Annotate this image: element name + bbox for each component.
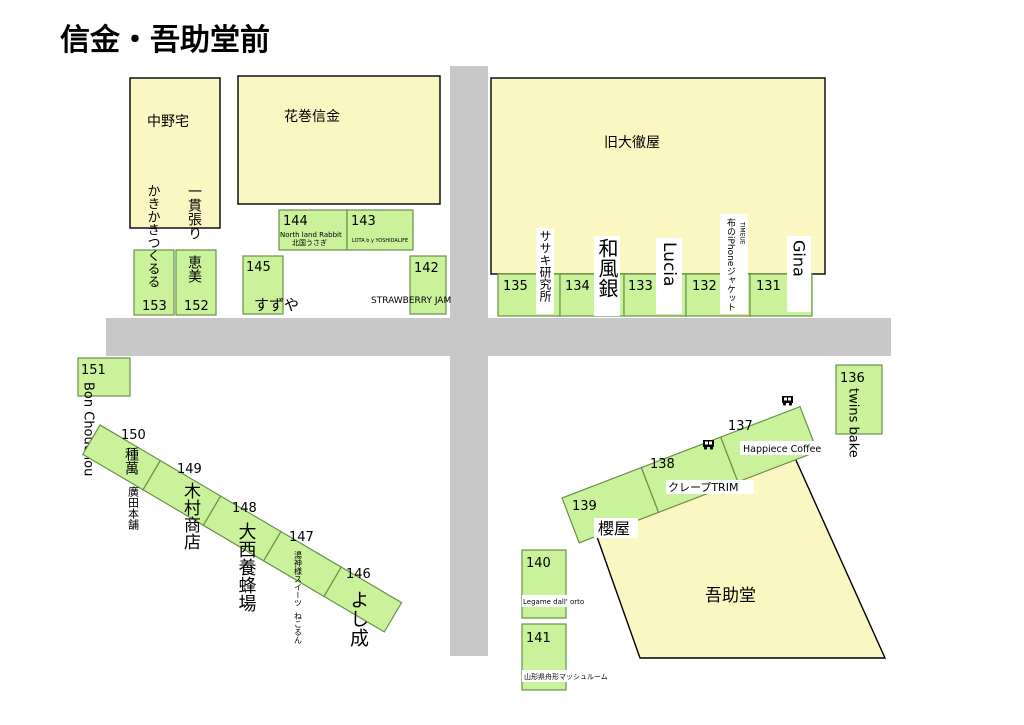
- stall-133-num: 133: [628, 279, 653, 294]
- stall-151-name: Bon Chouchou: [81, 382, 96, 476]
- road-vertical: [450, 66, 488, 656]
- stall-131-name: Gina: [790, 240, 809, 277]
- stall-135-num: 135: [503, 279, 528, 294]
- stall-148-num: 148: [232, 501, 257, 516]
- stall-149-name: 木村商店: [180, 482, 201, 550]
- stall-152[interactable]: [175, 249, 217, 316]
- stall-136-name: twins bake: [846, 388, 861, 458]
- road-horizontal: [106, 318, 891, 356]
- stall-143-name: LOTA b y YOSHIDALIFE: [352, 238, 408, 244]
- stall-140-num: 140: [526, 556, 551, 571]
- stall-153-name: かきかきつくるる: [145, 184, 160, 288]
- stall-140-name-bg: [522, 595, 594, 607]
- stall-137-name: Happiece Coffee: [743, 444, 821, 455]
- stall-144-sub: 北国うさぎ: [292, 238, 327, 247]
- stall-145-name: すずや: [254, 296, 299, 314]
- stall-138-name-bg: [666, 480, 754, 494]
- stall-141-name: 山形県舟形マッシュルーム: [524, 672, 608, 681]
- food-truck-icon: [782, 396, 793, 406]
- stall-143-num: 143: [351, 214, 376, 229]
- stall-134-name: 和風銀: [595, 238, 619, 298]
- stall-147-num: 147: [289, 530, 314, 545]
- building-hanamaki-shinkin-label: 花巻信金: [284, 109, 340, 125]
- stall-144[interactable]: [278, 209, 348, 251]
- stall-141-name-bg: [522, 670, 618, 682]
- stall-134-name-bg: [594, 236, 620, 316]
- food-truck-icon: [703, 440, 714, 450]
- stall-150-name: 種萬: [123, 447, 139, 475]
- stall-137-name-bg: [740, 441, 832, 455]
- stall-132-name-bg: [720, 214, 748, 314]
- stall-150-sub: 廣田本舗: [127, 485, 140, 530]
- stall-139-name-bg: [594, 518, 638, 538]
- map-title: 信金・吾助堂前: [60, 23, 270, 58]
- stall-142-num: 142: [414, 261, 439, 276]
- stall-136[interactable]: [835, 364, 883, 435]
- stall-135-name: ササキ研究所: [538, 230, 552, 302]
- stall-152-name: 一貫張り: [186, 184, 202, 240]
- building-nakano: [129, 77, 221, 229]
- stall-146[interactable]: [323, 566, 403, 633]
- stall-138-name: クレープTRIM: [668, 481, 738, 494]
- stall-135-name-bg: [536, 228, 554, 314]
- stall-142-name: STRAWBERRY JAM: [371, 296, 451, 306]
- stall-147-name: 湯神様スイーツ: [294, 550, 303, 607]
- stall-151-num: 151: [81, 363, 106, 378]
- building-nakano-label: 中野宅: [147, 114, 189, 130]
- stall-133-name: Lucia: [659, 242, 679, 286]
- stall-132-sub: TIMEUE: [739, 221, 746, 245]
- stall-149-num: 149: [177, 462, 202, 477]
- stall-152-num: 152: [184, 299, 209, 314]
- stall-144-name: North land Rabbit: [280, 231, 342, 239]
- stall-151[interactable]: [77, 357, 131, 397]
- stall-146-num: 146: [346, 567, 371, 582]
- stall-142[interactable]: [409, 255, 447, 315]
- stall-145-num: 145: [246, 260, 271, 275]
- stall-137-num: 137: [728, 419, 753, 434]
- stall-147-sub: ねこるん: [294, 612, 303, 644]
- stall-148-name: 大西養蜂場: [236, 522, 257, 613]
- building-kyu-daitetsuya-label: 旧大徹屋: [604, 135, 660, 151]
- stall-152-sub: 恵美: [186, 255, 202, 283]
- stall-145[interactable]: [242, 255, 284, 315]
- stall-132-num: 132: [692, 279, 717, 294]
- stall-136-num: 136: [840, 371, 865, 386]
- building-hanamaki-shinkin: [237, 75, 441, 205]
- stall-139-num: 139: [572, 499, 597, 514]
- stall-131-name-bg: [787, 236, 811, 312]
- stall-141-num: 141: [526, 631, 551, 646]
- stall-153[interactable]: [133, 249, 175, 316]
- stall-150-num: 150: [121, 428, 146, 443]
- stall-131-num: 131: [756, 279, 781, 294]
- stall-143[interactable]: [346, 209, 414, 251]
- diagonal-stall-row-west: [81, 424, 403, 633]
- stall-133-name-bg: [656, 238, 682, 314]
- building-gosukedo-label: 吾助堂: [705, 586, 756, 606]
- stall-138-num: 138: [650, 457, 675, 472]
- stall-153-num: 153: [142, 299, 167, 314]
- stall-140-name: Legame dall' orto: [523, 598, 584, 606]
- stall-146-name: よし成: [347, 590, 369, 647]
- stall-132-name: 布のiPhoneジャケット: [725, 217, 736, 311]
- stall-144-num: 144: [283, 214, 308, 229]
- stall-139-name: 櫻屋: [598, 519, 630, 538]
- stall-134-num: 134: [565, 279, 590, 294]
